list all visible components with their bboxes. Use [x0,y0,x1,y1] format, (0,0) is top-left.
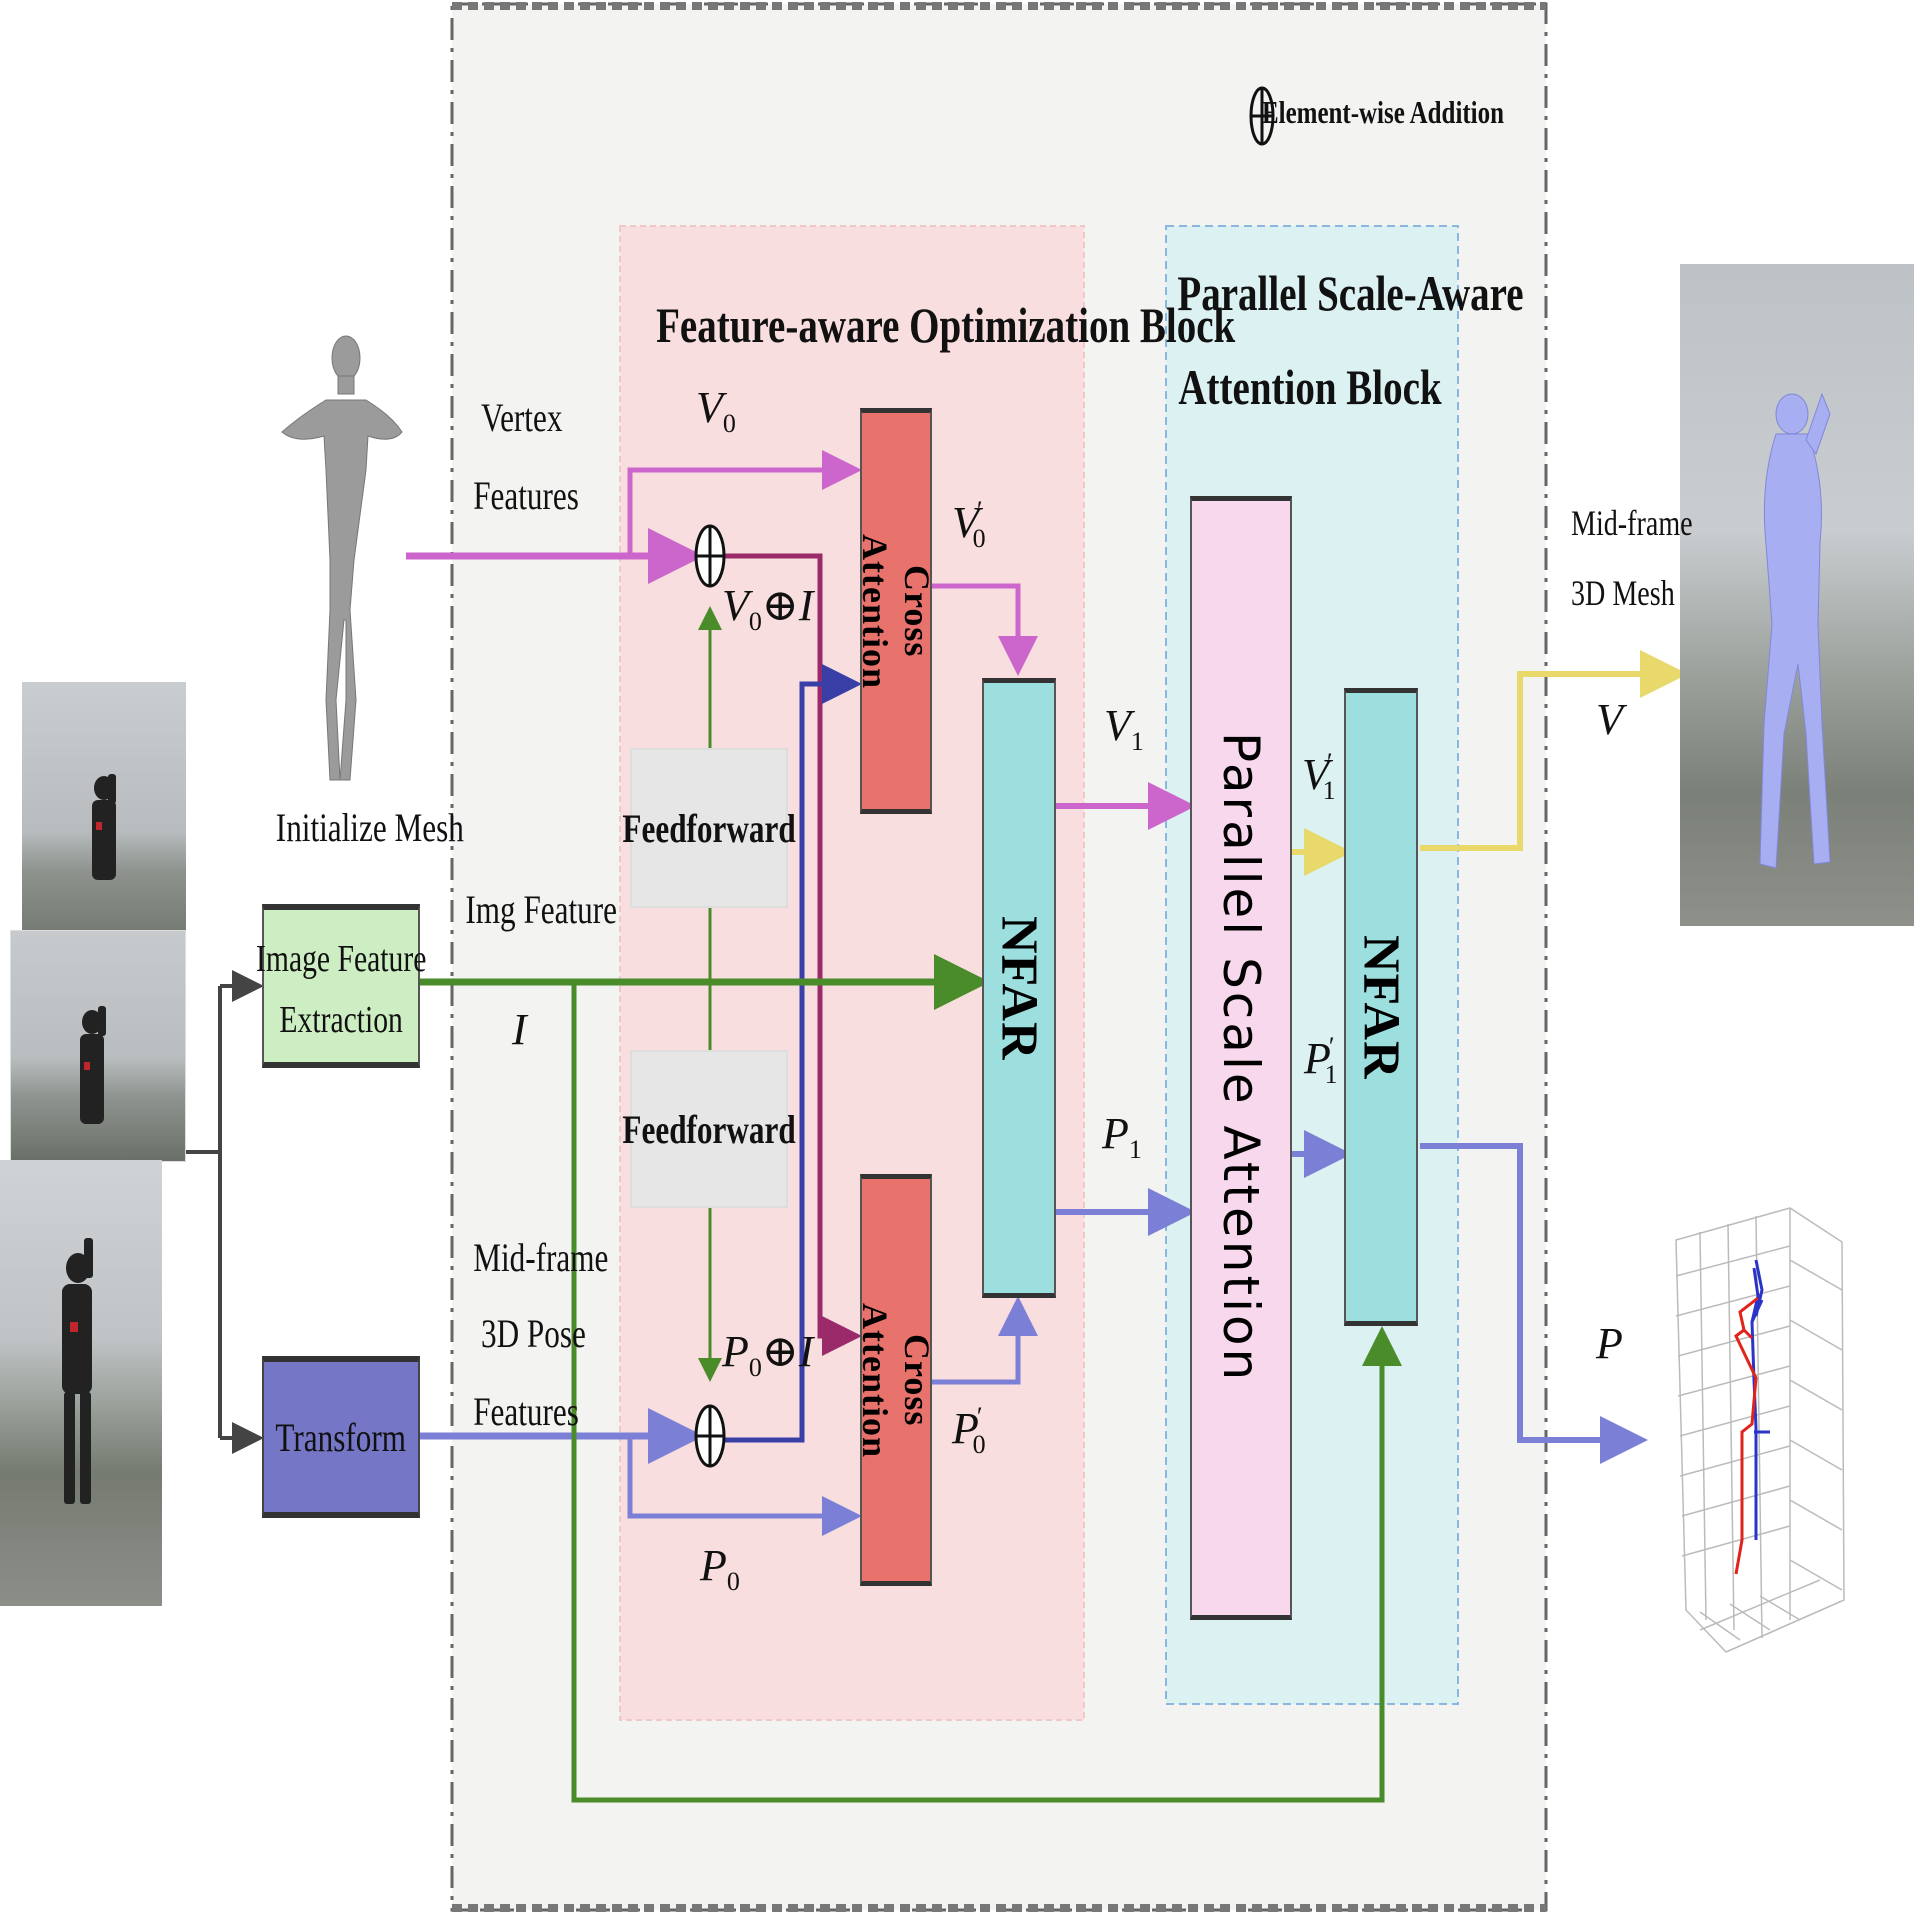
cross-attention-top-text: Cross Attention [854,534,938,689]
transform-label: Transform [275,1414,407,1460]
math-p1-sub: 1 [1128,1135,1142,1164]
math-p-out: P [1596,1319,1623,1368]
image-feature-extraction-box: Image Feature Extraction [256,904,426,1068]
image-feature-label-2: Extraction [279,998,403,1041]
math-v0p-sup: ′ [976,496,983,525]
math-v0-base: V [696,383,723,432]
init-mesh-figure [281,335,403,781]
math-v0: V0 [696,382,736,439]
transform-box: Transform [262,1356,420,1518]
math-v0-sub: 0 [722,409,736,438]
pose-features-label-2: 3D Pose [481,1311,586,1356]
mesh-output-label-2: 3D Mesh [1571,573,1675,613]
parallel-scale-attention-label: Parallel Scale Attention [1212,732,1270,1384]
math-v0-prime: V′0 [952,496,986,554]
parallel-block-title-2: Attention Block [1178,359,1442,415]
vertex-features-label-1: Vertex [481,395,563,440]
img-feature-label: Img Feature [465,887,618,932]
cross-attention-top-box: Cross Attention [855,408,937,814]
feedforward-top-label: Feedforward [622,805,796,851]
math-v1p-base: V [1302,750,1329,799]
nfar-right-box: NFAR [1344,688,1418,1326]
math-p0: P0 [700,1540,740,1597]
feedforward-bottom-box: Feedforward [622,1050,796,1208]
math-v1-sub: 1 [1130,727,1144,756]
input-person-icons [62,774,116,1504]
math-v0p-base: V [952,498,979,547]
output-mesh-image [1680,264,1914,926]
legend-text: Element-wise Addition [1262,94,1504,130]
math-i: I [512,1005,527,1054]
cross-attention-bottom-line1: Cross [897,1333,937,1427]
pose-features-label-3: Features [473,1389,579,1434]
cross-attention-bottom-line2: Attention [855,1302,895,1458]
mesh-output-label-1: Mid-frame [1571,503,1693,543]
math-p0p-base: P [952,1404,979,1453]
feature-aware-block-title: Feature-aware Optimization Block [656,297,1236,353]
math-p0-base: P [700,1541,727,1590]
math-v0i-sub: 0 [748,607,762,636]
nfar-left-box: NFAR [982,678,1056,1298]
math-v0i-tail: I [798,581,814,630]
legend-adder-icon [1249,86,1275,146]
math-p1p-sub: 1 [1324,1060,1338,1089]
cross-attention-bottom-box: Cross Attention [855,1174,937,1586]
math-p0i-op: ⊕ [761,1327,799,1376]
math-p0-plus-i: P0⊕I [722,1326,813,1383]
feedforward-bottom-label: Feedforward [622,1106,796,1152]
math-v0p-sub: 0 [972,524,986,553]
feedforward-top-box: Feedforward [622,748,796,908]
math-v0i-base: V [722,581,749,630]
math-v1p-sub: 1 [1322,776,1336,805]
math-v1p-sup: ′ [1326,748,1333,777]
nfar-left-label: NFAR [990,915,1048,1061]
output-mesh-figure [1759,392,1831,869]
math-v-out: V [1596,695,1623,744]
math-p0i-sub: 0 [748,1353,762,1382]
math-v1: V1 [1104,700,1144,757]
parallel-block-title-1: Parallel Scale-Aware [1177,265,1524,321]
math-p1: P1 [1102,1108,1142,1165]
math-p1-prime: P′1 [1304,1032,1338,1090]
math-p0p-sup: ′ [976,1402,983,1431]
cross-attention-bottom-text: Cross Attention [854,1303,938,1458]
math-v0-plus-i: V0⊕I [722,580,813,637]
math-p1-base: P [1102,1109,1129,1158]
cross-attention-top-line2: Attention [855,533,895,689]
image-feature-label-1: Image Feature [255,938,427,981]
cross-attention-top-line1: Cross [897,564,937,658]
adder-top-icon [694,524,726,588]
math-v1-prime: V′1 [1302,748,1336,806]
parallel-scale-attention-box: Parallel Scale Attention [1190,496,1292,1620]
math-p1p-base: P [1304,1034,1331,1083]
nfar-right-label: NFAR [1352,934,1410,1080]
math-p0-prime: P′0 [952,1402,986,1460]
math-p0p-sub: 0 [972,1430,986,1459]
adder-bottom-icon [694,1404,726,1468]
math-p0-sub: 0 [726,1567,740,1596]
math-p1p-sup: ′ [1328,1032,1335,1061]
math-p0i-base: P [722,1327,749,1376]
math-v0i-op: ⊕ [761,581,799,630]
vertex-features-label-2: Features [473,473,579,518]
pose-features-label-1: Mid-frame [473,1235,609,1280]
math-p0i-tail: I [798,1327,814,1376]
math-v1-base: V [1104,701,1131,750]
pose-skeleton [1734,1259,1770,1575]
initialize-mesh-label: Initialize Mesh [275,805,464,850]
